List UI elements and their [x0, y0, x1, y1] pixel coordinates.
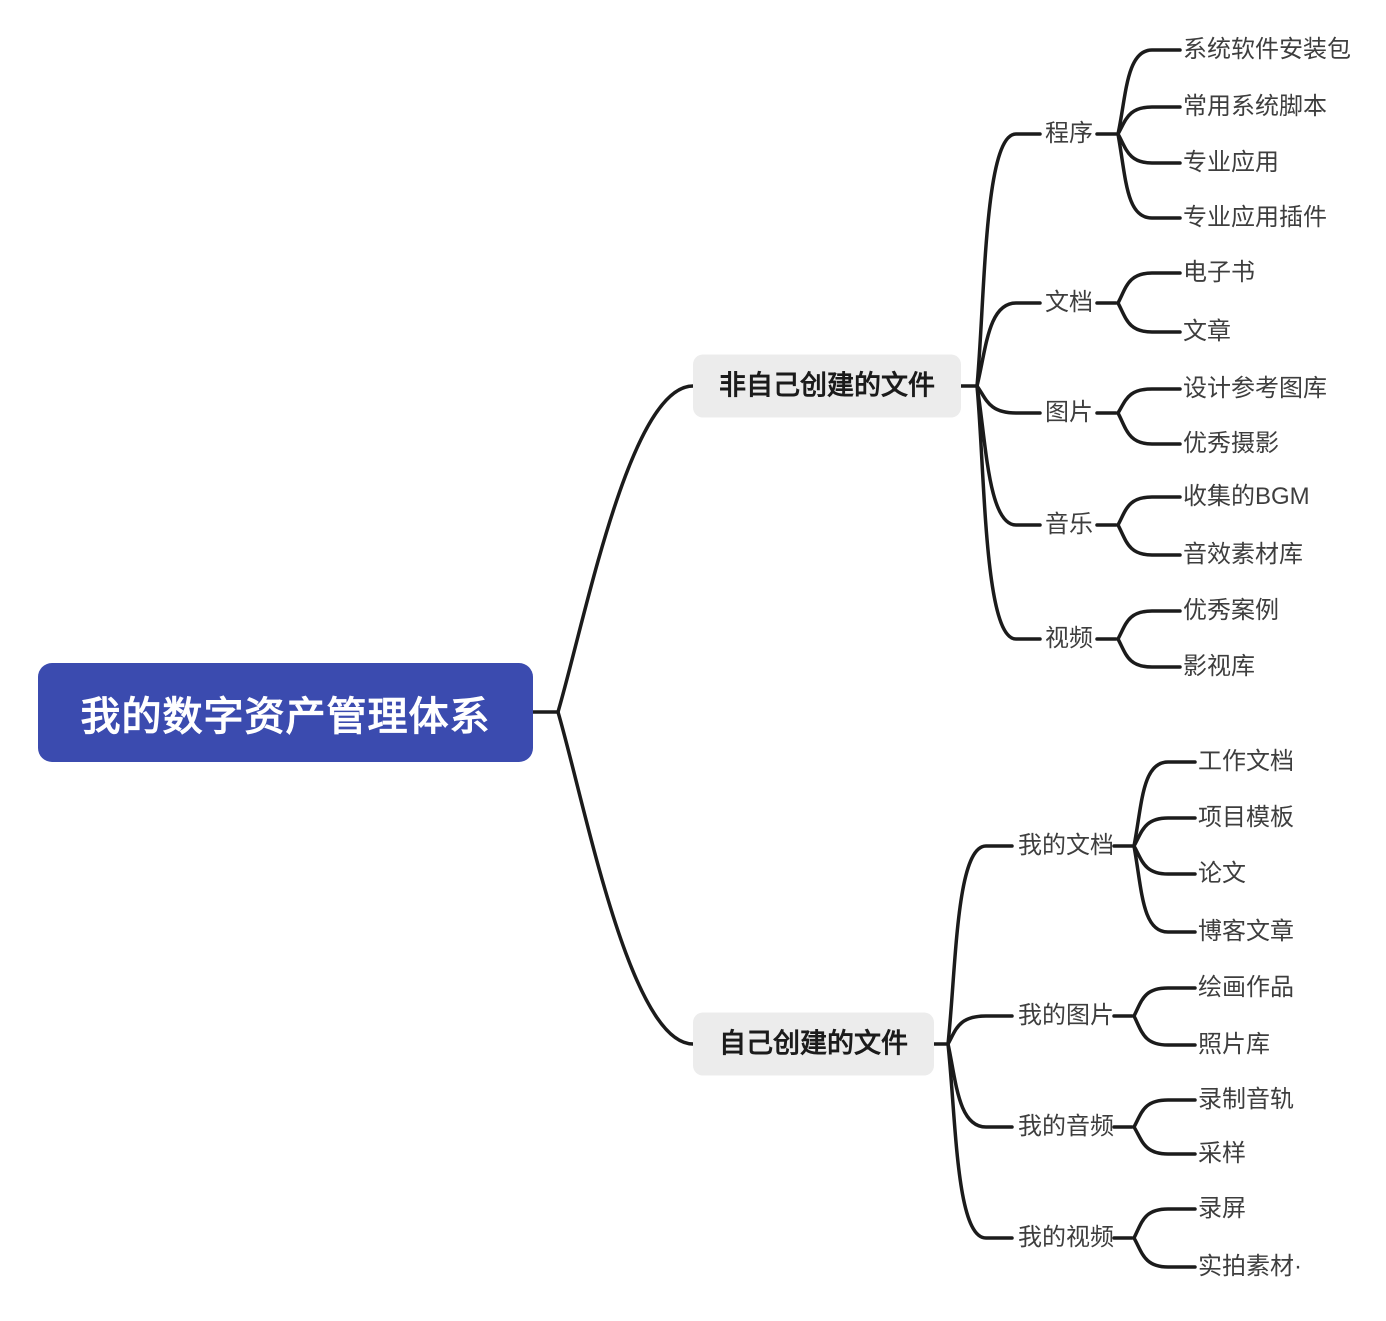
connector-line: [1132, 844, 1197, 934]
leaf-common-system-scripts[interactable]: 常用系统脚本: [1183, 93, 1327, 120]
leaf-blog-articles[interactable]: 博客文章: [1198, 918, 1294, 945]
connector-line: [1116, 411, 1182, 446]
topic-my-documents[interactable]: 我的文档: [1018, 832, 1114, 859]
connector-line: [1116, 105, 1182, 136]
connector-line: [975, 301, 1042, 388]
leaf-screen-recordings[interactable]: 录屏: [1198, 1195, 1246, 1222]
topic-videos[interactable]: 视频: [1045, 625, 1093, 652]
leaf-work-documents[interactable]: 工作文档: [1198, 748, 1294, 775]
connector-line: [1132, 1207, 1197, 1240]
connector-line: [946, 844, 1014, 1046]
connector-line: [1132, 1014, 1197, 1047]
connector-line: [1132, 760, 1197, 848]
connector-line: [1132, 816, 1197, 848]
connector-line: [1116, 637, 1182, 669]
connector-line: [1116, 301, 1182, 334]
branch-files-self-created[interactable]: 自己创建的文件: [693, 1012, 934, 1076]
leaf-articles[interactable]: 文章: [1183, 318, 1231, 345]
connector-line: [1116, 387, 1182, 415]
leaf-great-photography[interactable]: 优秀摄影: [1183, 430, 1279, 457]
connector-line: [1132, 1236, 1197, 1269]
topic-music[interactable]: 音乐: [1045, 511, 1093, 538]
connector-line: [1132, 1098, 1197, 1129]
leaf-professional-apps[interactable]: 专业应用: [1183, 149, 1279, 176]
leaf-collected-bgm[interactable]: 收集的BGM: [1183, 483, 1310, 510]
connector-line: [946, 1042, 1014, 1240]
leaf-ebooks[interactable]: 电子书: [1183, 259, 1255, 286]
topic-my-pictures[interactable]: 我的图片: [1018, 1002, 1114, 1029]
leaf-thesis[interactable]: 论文: [1198, 860, 1246, 887]
topic-programs[interactable]: 程序: [1045, 120, 1093, 147]
topic-my-audio[interactable]: 我的音频: [1018, 1113, 1114, 1140]
leaf-film-tv-library[interactable]: 影视库: [1183, 653, 1255, 680]
connector-line: [1132, 844, 1197, 876]
leaf-project-templates[interactable]: 项目模板: [1198, 804, 1294, 831]
topic-pictures[interactable]: 图片: [1045, 399, 1093, 426]
leaf-professional-app-plugins[interactable]: 专业应用插件: [1183, 204, 1327, 231]
root-topic[interactable]: 我的数字资产管理体系: [38, 663, 533, 762]
connector-line: [1132, 986, 1197, 1018]
leaf-photo-library[interactable]: 照片库: [1198, 1031, 1270, 1058]
connector-line: [556, 384, 695, 714]
connector-line: [1116, 132, 1182, 220]
connector-line: [1116, 132, 1182, 165]
connector-line: [1132, 1125, 1197, 1156]
leaf-sound-effects-library[interactable]: 音效素材库: [1183, 541, 1303, 568]
connector-line: [556, 710, 695, 1046]
connector-line: [946, 1014, 1014, 1046]
connector-line: [975, 384, 1042, 641]
connector-line: [975, 384, 1042, 415]
leaf-design-reference-library[interactable]: 设计参考图库: [1183, 375, 1327, 402]
connector-line: [1116, 495, 1182, 527]
branch-files-not-self-created[interactable]: 非自己创建的文件: [693, 354, 961, 418]
connector-line: [975, 384, 1042, 527]
leaf-live-footage[interactable]: 实拍素材·: [1198, 1253, 1302, 1280]
connector-line: [1116, 523, 1182, 557]
topic-documents[interactable]: 文档: [1045, 289, 1093, 316]
leaf-painting-works[interactable]: 绘画作品: [1198, 974, 1294, 1001]
connector-line: [1116, 609, 1182, 641]
leaf-great-cases[interactable]: 优秀案例: [1183, 597, 1279, 624]
topic-my-videos[interactable]: 我的视频: [1018, 1224, 1114, 1251]
leaf-recorded-tracks[interactable]: 录制音轨: [1198, 1086, 1294, 1113]
leaf-system-software-installers[interactable]: 系统软件安装包: [1183, 36, 1351, 63]
leaf-samples[interactable]: 采样: [1198, 1140, 1246, 1167]
connector-line: [975, 132, 1042, 388]
connector-line: [1116, 271, 1182, 305]
connector-line: [946, 1042, 1014, 1129]
connector-line: [1116, 48, 1182, 136]
